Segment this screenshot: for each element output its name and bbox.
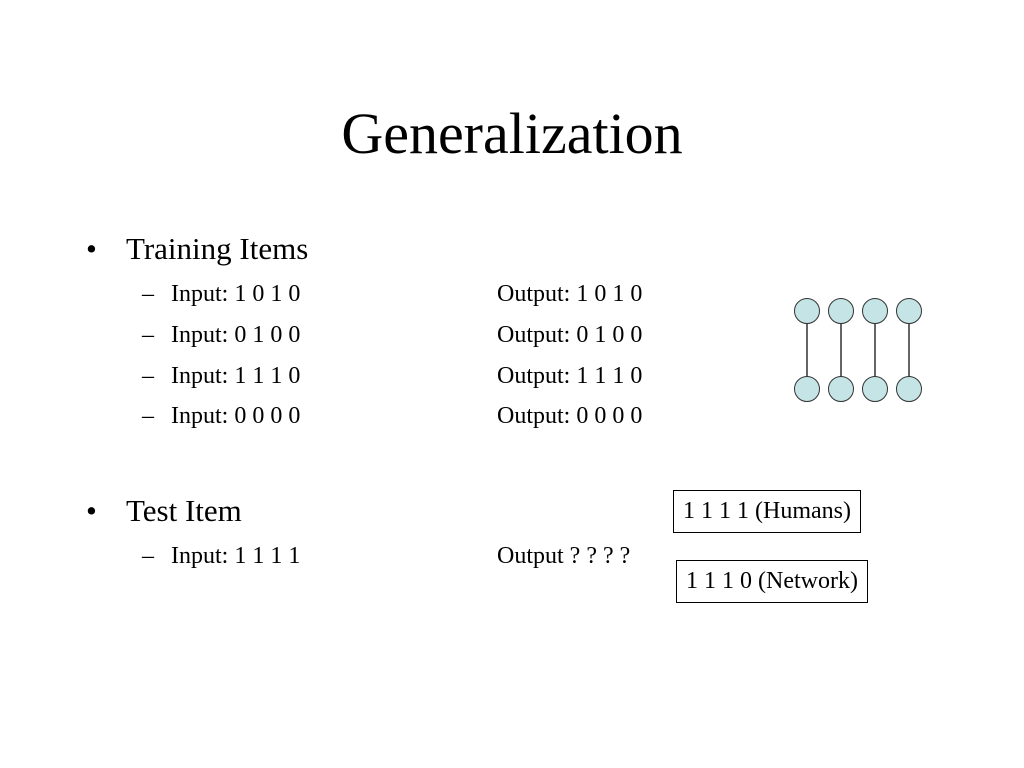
test-item-input: –Input: 1 1 1 1 [142,541,300,571]
training-item-input: –Input: 1 1 1 0 [142,361,300,391]
training-item-input: –Input: 1 0 1 0 [142,279,300,309]
network-connections [806,311,910,389]
dash-marker: – [142,543,154,569]
top-unit-node [896,298,922,324]
slide-title: Generalization [341,101,683,166]
test-item-output: Output ? ? ? ? [497,543,631,569]
humans-answer-box: 1 1 1 1 (Humans) [673,490,861,533]
training-input-text: Input: 1 0 1 0 [171,281,301,307]
training-input-text: Input: 0 1 0 0 [171,322,301,348]
top-unit-node [862,298,888,324]
dash-marker: – [142,363,154,389]
test-item-heading: Test Item [126,493,242,528]
training-input-text: Input: 0 0 0 0 [171,403,301,429]
dash-marker: – [142,403,154,429]
top-unit-node [794,298,820,324]
bullet-marker: • [86,231,97,266]
training-input-text: Input: 1 1 1 0 [171,363,301,389]
network-units [794,298,922,402]
training-item-output: Output: 0 1 0 0 [497,322,643,348]
training-item-output: Output: 1 1 1 0 [497,363,643,389]
network-diagram [794,298,922,402]
bullet-marker: • [86,493,97,528]
test-item-bullet: • Test Item [86,493,242,529]
training-items-heading: Training Items [126,231,309,266]
training-item-input: –Input: 0 1 0 0 [142,320,300,350]
bottom-unit-node [862,376,888,402]
dash-marker: – [142,281,154,307]
bottom-unit-node [896,376,922,402]
training-item-output: Output: 0 0 0 0 [497,403,643,429]
training-items-bullet: • Training Items [86,231,308,267]
dash-marker: – [142,322,154,348]
training-item-input: –Input: 0 0 0 0 [142,401,300,431]
test-input-text: Input: 1 1 1 1 [171,543,301,569]
top-unit-node [828,298,854,324]
network-answer-box: 1 1 1 0 (Network) [676,560,868,603]
bottom-unit-node [828,376,854,402]
bottom-unit-node [794,376,820,402]
training-item-output: Output: 1 0 1 0 [497,281,643,307]
